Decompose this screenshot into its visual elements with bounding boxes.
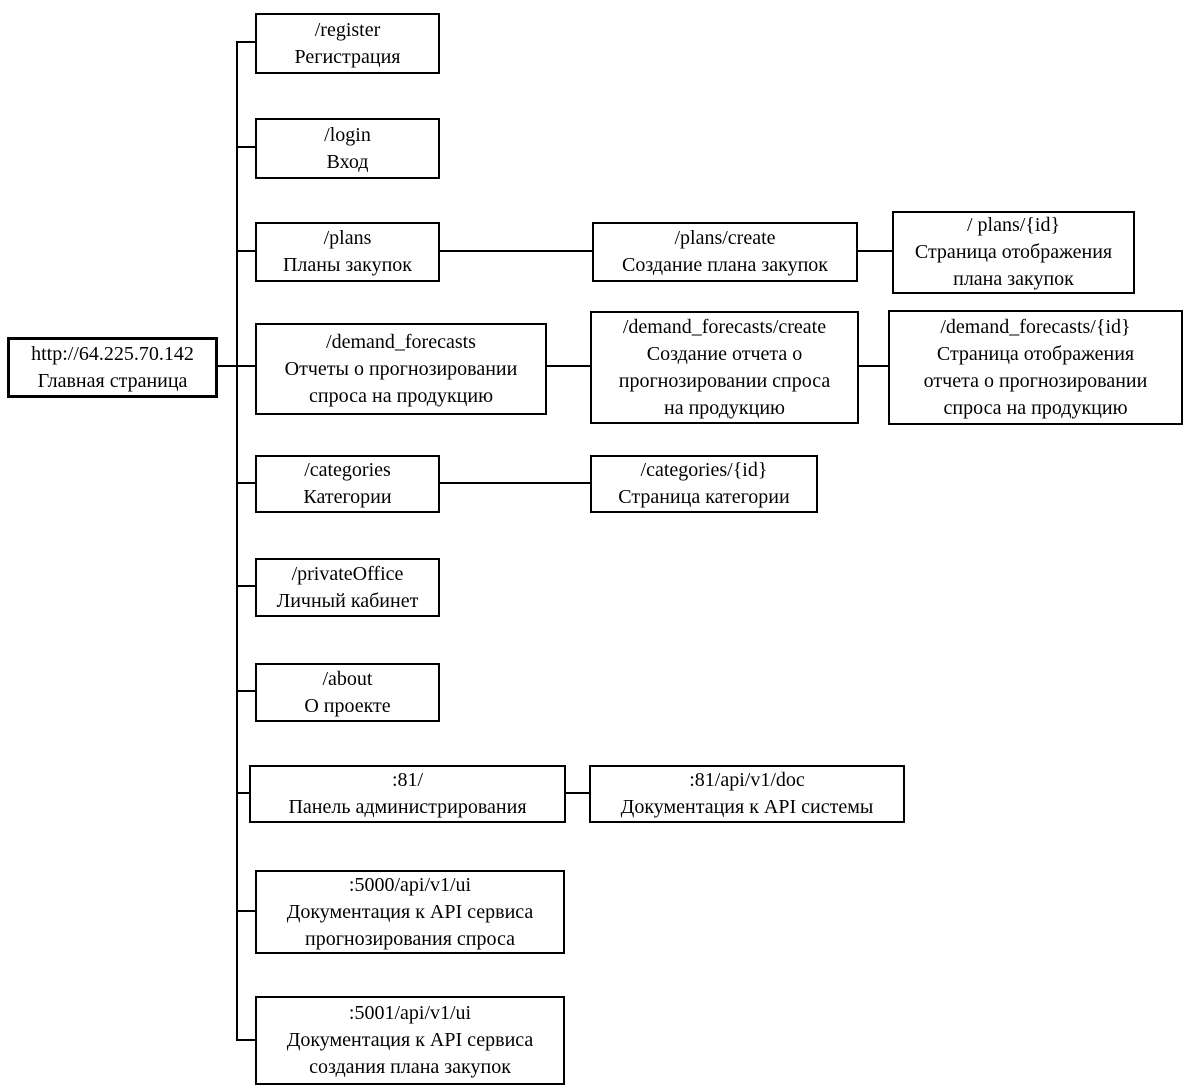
node-docs-5001-label: Документация к API сервиса создания план… [286,1029,534,1078]
node-private-office-label: Личный кабинет [276,589,419,612]
connector-docs-5000 [236,910,255,912]
connector-about [236,690,255,692]
node-docs-5000-label: Документация к API сервиса прогнозирован… [286,900,534,950]
node-private-office: /privateOffice Личный кабинет [255,558,440,617]
node-admin-doc-label: Документация к API системы [620,796,874,818]
connector-login [236,146,255,148]
connector-create-to-plans-id [858,250,892,252]
node-demand-id-path: /demand_forecasts/{id} [940,315,1131,338]
node-admin-doc: :81/api/v1/doc Документация к API систем… [589,765,905,823]
node-plans-create-path: /plans/create [674,227,776,249]
node-demand-create-path: /demand_forecasts/create [622,315,827,338]
node-categories-path: /categories [304,459,391,481]
connector-create-to-demand-id [859,365,888,367]
node-categories-id-path: /categories/{id} [640,459,768,481]
node-plans: /plans Планы закупок [255,222,440,282]
node-login: /login Вход [255,118,440,179]
node-login-label: Вход [326,150,369,173]
node-demand-create: /demand_forecasts/create Создание отчета… [590,311,859,424]
node-plans-create: /plans/create Создание плана закупок [592,222,858,282]
node-admin-panel-path: :81/ [391,769,424,791]
node-register: /register Регистрация [255,13,440,74]
node-root-label: Главная страница [37,369,188,392]
connector-docs-5001 [236,1039,255,1041]
node-docs-5001: :5001/api/v1/ui Документация к API серви… [255,996,565,1085]
node-about: /about О проекте [255,663,440,722]
connector-trunk [236,42,238,1041]
connector-register [236,41,255,43]
node-demand-forecasts: /demand_forecasts Отчеты о прогнозирован… [255,323,547,415]
connector-private-office [236,585,255,587]
node-demand-forecasts-path: /demand_forecasts [326,330,476,353]
node-register-path: /register [314,18,381,41]
node-categories-label: Категории [303,486,392,508]
node-root: http://64.225.70.142 Главная страница [7,337,218,398]
node-root-path: http://64.225.70.142 [31,342,194,365]
connector-root-to-demand [216,365,255,367]
node-admin-panel: :81/ Панель администрирования [249,765,566,823]
node-demand-forecasts-label: Отчеты о прогнозировании спроса на проду… [284,357,518,407]
node-categories-id: /categories/{id} Страница категории [590,455,818,513]
node-about-label: О проекте [304,694,391,717]
node-private-office-path: /privateOffice [291,562,404,585]
node-plans-id-label: Страница отображения плана закупок [914,241,1113,290]
connector-categories [236,482,255,484]
node-plans-label: Планы закупок [282,254,413,276]
node-plans-id: / plans/{id} Страница отображения плана … [892,211,1135,294]
node-plans-create-label: Создание плана закупок [622,254,828,276]
node-docs-5000: :5000/api/v1/ui Документация к API серви… [255,870,565,954]
node-categories-id-label: Страница категории [618,486,790,508]
node-demand-create-label: Создание отчета о прогнозировании спроса… [618,342,831,419]
node-categories: /categories Категории [255,455,440,513]
node-register-label: Регистрация [294,45,401,68]
connector-demand-to-create [547,365,590,367]
node-admin-doc-path: :81/api/v1/doc [689,769,805,791]
connector-categories-to-id [440,482,590,484]
node-admin-panel-label: Панель администрирования [288,796,527,818]
node-plans-id-path: / plans/{id} [966,214,1061,236]
connector-plans-to-create [440,250,592,252]
node-plans-path: /plans [323,227,372,249]
node-docs-5001-path: :5001/api/v1/ui [348,1002,472,1024]
connector-plans [236,250,255,252]
node-login-path: /login [324,123,371,146]
node-about-path: /about [322,667,373,690]
node-demand-id-label: Страница отображения отчета о прогнозиро… [923,342,1148,419]
node-docs-5000-path: :5000/api/v1/ui [348,873,472,896]
connector-admin [236,792,249,794]
connector-admin-to-doc [566,792,589,794]
node-demand-id: /demand_forecasts/{id} Страница отображе… [888,310,1183,425]
